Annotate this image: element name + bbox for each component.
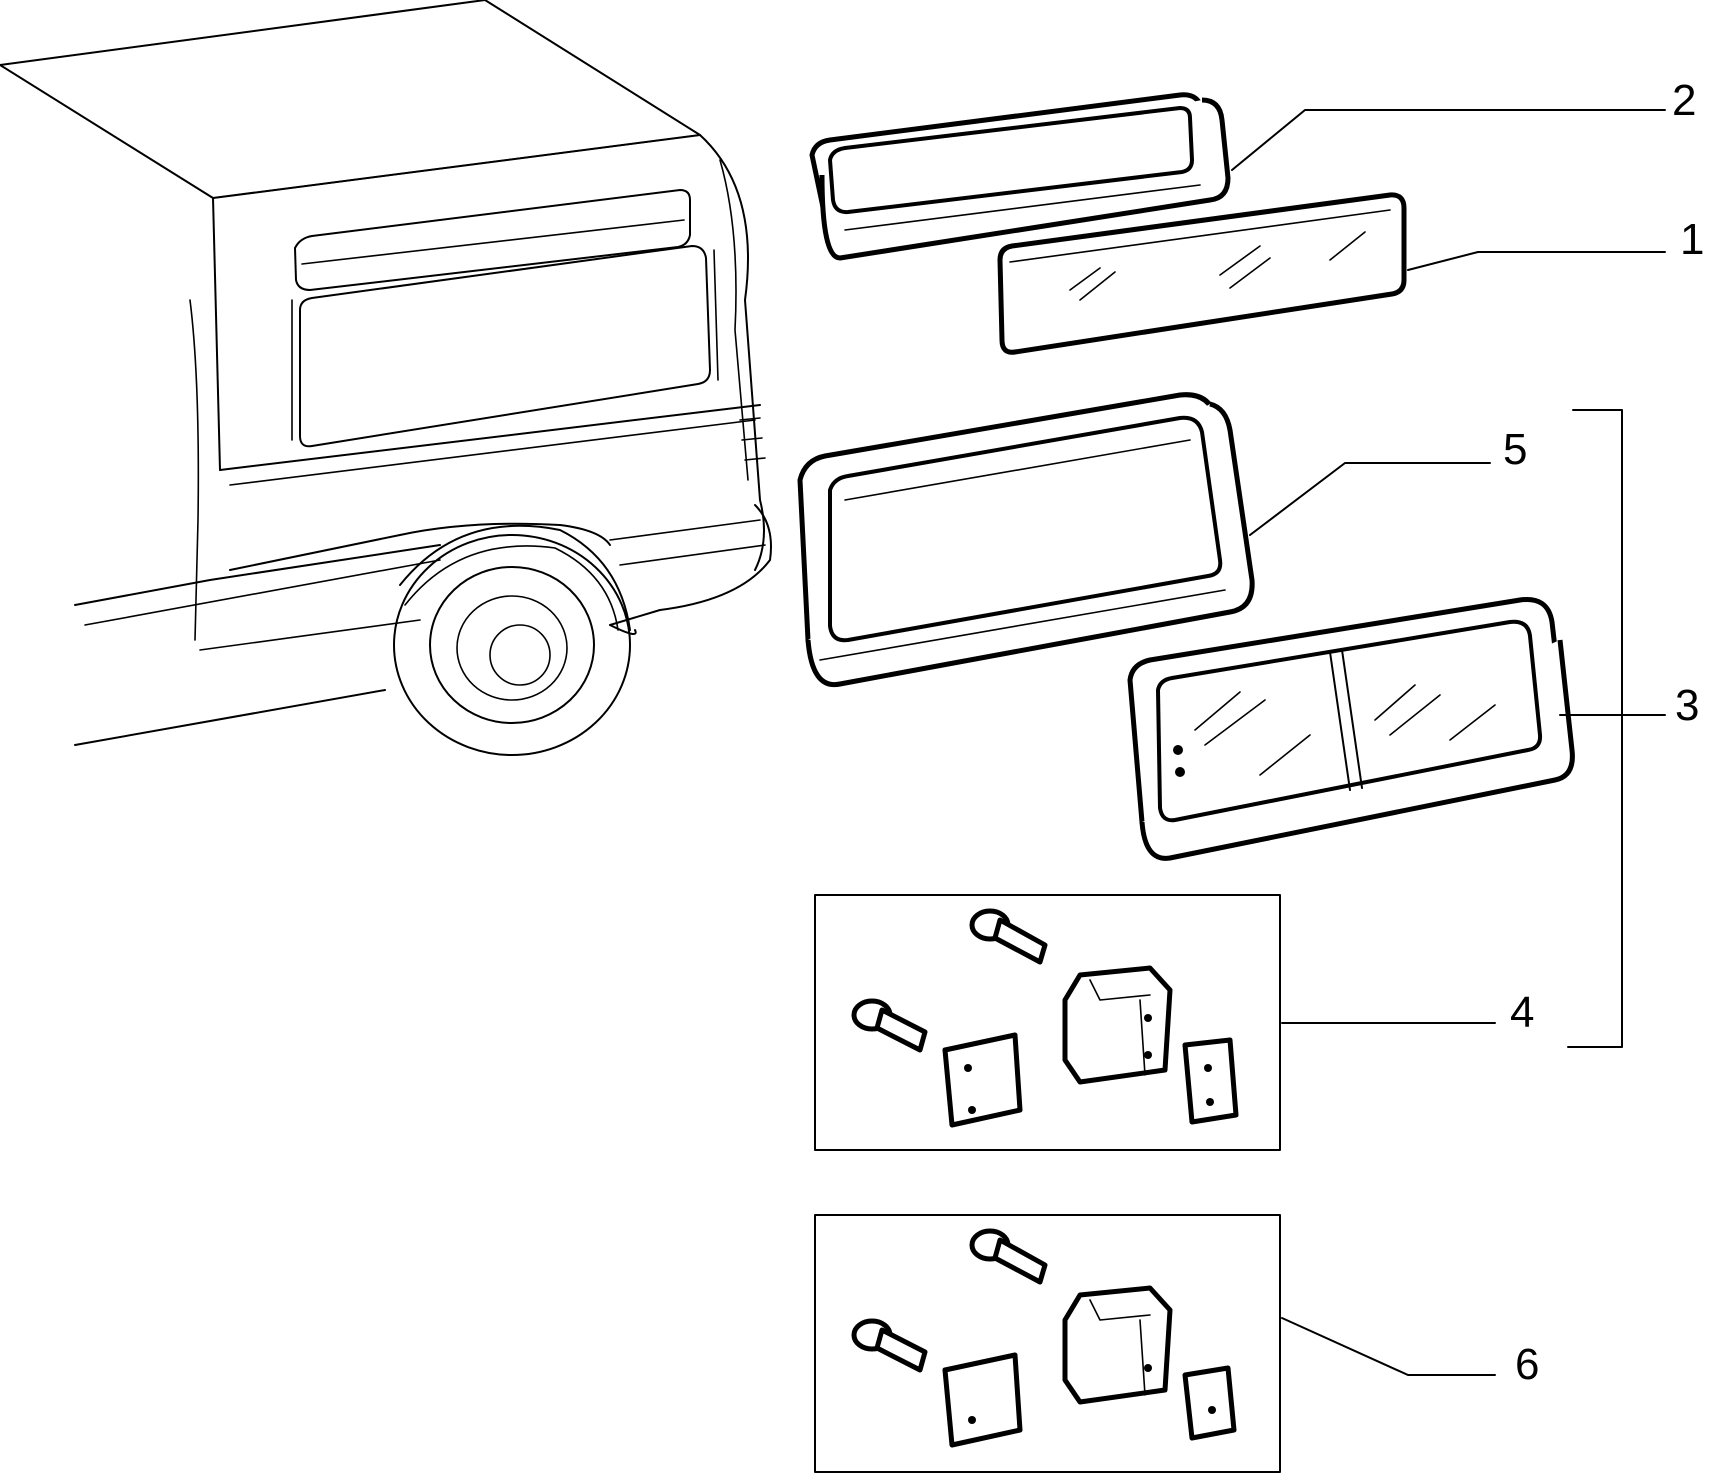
label-6: 6 — [1515, 1340, 1539, 1389]
part-2-small-window-seal — [809, 92, 1231, 261]
label-4: 4 — [1510, 988, 1534, 1037]
part-5-large-window-seal — [797, 392, 1255, 688]
label-3: 3 — [1675, 681, 1699, 730]
leader-lines — [1231, 109, 1666, 1376]
part-1-small-window-glass — [997, 192, 1407, 355]
vehicle-rear-drawing — [0, 0, 772, 756]
callout-labels: 2 1 5 3 4 6 — [1503, 76, 1704, 1389]
part-6-hardware-kit — [814, 1214, 1281, 1473]
part-3-sliding-window-assembly — [1127, 596, 1575, 861]
label-2: 2 — [1672, 76, 1696, 125]
part-4-hardware-kit — [814, 894, 1281, 1151]
label-1: 1 — [1680, 215, 1704, 264]
label-5: 5 — [1503, 425, 1527, 474]
